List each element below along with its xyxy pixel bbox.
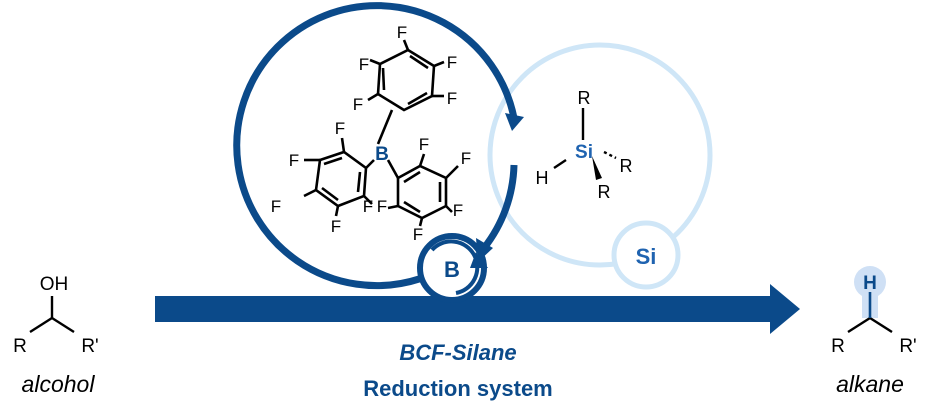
- boron-cycle-arrowhead-top: [505, 113, 524, 131]
- boron-cycle-arc-right: [481, 164, 518, 251]
- system-subtitle: Reduction system: [363, 376, 553, 401]
- bcf-f: F: [461, 149, 471, 168]
- bcf-f: F: [363, 197, 373, 216]
- bcf-f: F: [331, 217, 341, 236]
- boron-cycle-arc: [233, 2, 518, 290]
- bcf-f: F: [447, 53, 457, 72]
- alkane-r: R: [831, 336, 845, 357]
- system-title: BCF-Silane: [399, 340, 516, 365]
- bcf-fluorine-labels: F F F F F F F F F F F F F F F: [271, 23, 471, 244]
- alcohol-oh: OH: [40, 274, 69, 295]
- bcf-f: F: [447, 89, 457, 108]
- bcf-f: F: [289, 151, 299, 170]
- boron-badge-cycle-arrowhead: [470, 252, 488, 268]
- alkane-caption: alkane: [836, 371, 904, 397]
- silane-r-top: R: [578, 88, 591, 108]
- bcf-structure: [303, 39, 459, 227]
- bcf-f: F: [413, 225, 423, 244]
- alkane-r-prime: R': [899, 336, 916, 357]
- silicon-badge-circle: [611, 220, 681, 290]
- alcohol-structure: [29, 296, 75, 334]
- boron-badge-cycle-arrow: [430, 239, 480, 295]
- bcf-f: F: [359, 55, 369, 74]
- silane-structure: [553, 108, 617, 169]
- bcf-boron-atom: B: [375, 144, 389, 165]
- reaction-arrow-head: [770, 284, 800, 334]
- bcf-f: F: [453, 201, 463, 220]
- silane-h: H: [536, 168, 549, 188]
- alcohol-r-prime: R': [81, 336, 98, 357]
- silane-r-bottom: R: [598, 182, 611, 202]
- alcohol-caption: alcohol: [22, 371, 96, 397]
- bcf-f: F: [419, 135, 429, 154]
- silicon-cycle-ring: [487, 42, 713, 268]
- bcf-f: F: [377, 197, 387, 216]
- bcf-f: F: [271, 197, 281, 216]
- silane-wedge-bond: [592, 156, 602, 180]
- silicon-badge-label: Si: [636, 244, 657, 269]
- silane-si-atom: Si: [575, 142, 593, 163]
- silane-r-right: R: [620, 156, 633, 176]
- bcf-f: F: [397, 23, 407, 42]
- alkane-h: H: [863, 273, 877, 294]
- boron-badge-label: B: [444, 257, 460, 282]
- alcohol-r: R: [13, 336, 27, 357]
- alkane-structure: [847, 316, 893, 334]
- bcf-f: F: [335, 119, 345, 138]
- bcf-f: F: [353, 95, 363, 114]
